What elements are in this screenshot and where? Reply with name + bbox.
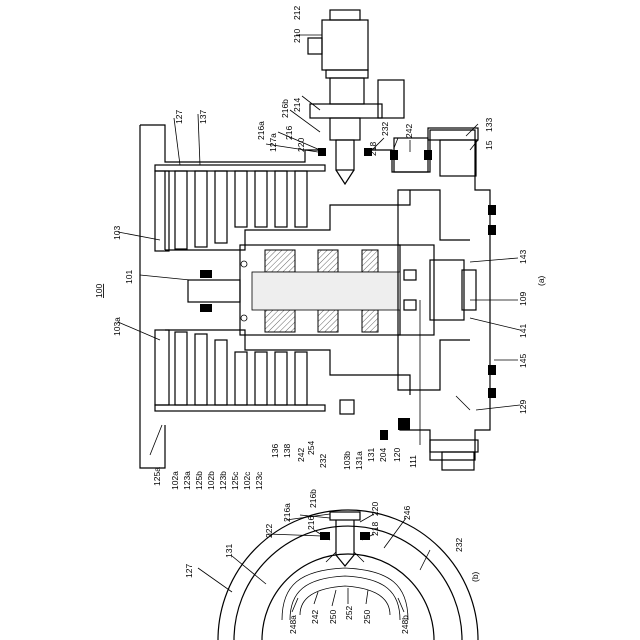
label-111: 111 (408, 455, 418, 468)
label-242-lower: 242 (296, 448, 306, 462)
label-102b: 102b (206, 471, 216, 490)
label-b-216a: 216a (282, 503, 292, 522)
label-b-127: 127 (184, 564, 194, 578)
label-103a: 103a (112, 317, 122, 336)
actuator-assembly (308, 10, 432, 184)
panel-a-cross-section: 210 212 214 216b 216a 216 127a 220 232 2… (94, 6, 546, 490)
label-141: 141 (518, 324, 528, 338)
label-b-248a: 248a (288, 615, 298, 634)
label-102c: 102c (242, 471, 252, 490)
label-131: 131 (366, 448, 376, 462)
label-b-250-left: 250 (328, 610, 338, 624)
label-127: 127 (174, 110, 184, 124)
labels-a: 210 212 214 216b 216a 216 127a 220 232 2… (94, 6, 546, 490)
label-232: 232 (380, 122, 390, 136)
lower-rotor-blades (155, 330, 410, 411)
label-b-246: 246 (402, 506, 412, 520)
label-120: 120 (392, 448, 402, 462)
label-216a: 216a (256, 121, 266, 140)
label-216: 216 (284, 126, 294, 140)
label-b-131: 131 (224, 544, 234, 558)
label-138: 138 (282, 444, 292, 458)
label-b-220: 220 (370, 502, 380, 516)
label-b-250-right: 250 (362, 610, 372, 624)
shaft-and-bearings (188, 190, 476, 390)
label-204: 204 (378, 448, 388, 462)
label-242: 242 (404, 124, 414, 138)
panel-a-label: (a) (536, 275, 546, 286)
label-143: 143 (518, 250, 528, 264)
label-b-216b: 216b (308, 489, 318, 508)
upper-rotor-blades (155, 165, 410, 251)
label-b-222: 222 (264, 524, 274, 538)
panel-b-label: (b) (470, 571, 480, 582)
label-218: 218 (368, 142, 378, 156)
label-b-216: 216 (306, 516, 316, 530)
label-103: 103 (112, 226, 122, 240)
label-125a: 125a (152, 467, 162, 486)
label-123a: 123a (182, 471, 192, 490)
label-b-232: 232 (454, 538, 464, 552)
label-123c: 123c (254, 471, 264, 490)
label-b-218: 218 (370, 522, 380, 536)
label-129: 129 (518, 400, 528, 414)
label-103b: 103b (342, 451, 352, 470)
label-145: 145 (518, 354, 528, 368)
label-15: 15 (484, 140, 494, 150)
label-232-lower: 232 (318, 454, 328, 468)
label-137: 137 (198, 110, 208, 124)
label-214: 214 (292, 98, 302, 112)
label-123b: 123b (218, 471, 228, 490)
label-210: 210 (292, 29, 302, 43)
label-125b: 125b (194, 471, 204, 490)
label-133: 133 (484, 118, 494, 132)
label-102a: 102a (170, 471, 180, 490)
label-101: 101 (124, 270, 134, 284)
label-216b: 216b (280, 99, 290, 118)
label-212: 212 (292, 6, 302, 20)
label-136: 136 (270, 444, 280, 458)
label-254: 254 (306, 441, 316, 455)
label-220: 220 (296, 138, 306, 152)
label-b-252: 252 (344, 606, 354, 620)
assembly-label-100: 100 (94, 284, 104, 298)
label-127a: 127a (268, 133, 278, 152)
panel-b-detail: 216a 216b 222 216 220 218 246 232 127 13… (184, 489, 480, 640)
label-b-248b: 248b (400, 615, 410, 634)
label-109: 109 (518, 292, 528, 306)
label-131a: 131a (354, 451, 364, 470)
label-125c: 125c (230, 471, 240, 490)
label-b-242: 242 (310, 610, 320, 624)
